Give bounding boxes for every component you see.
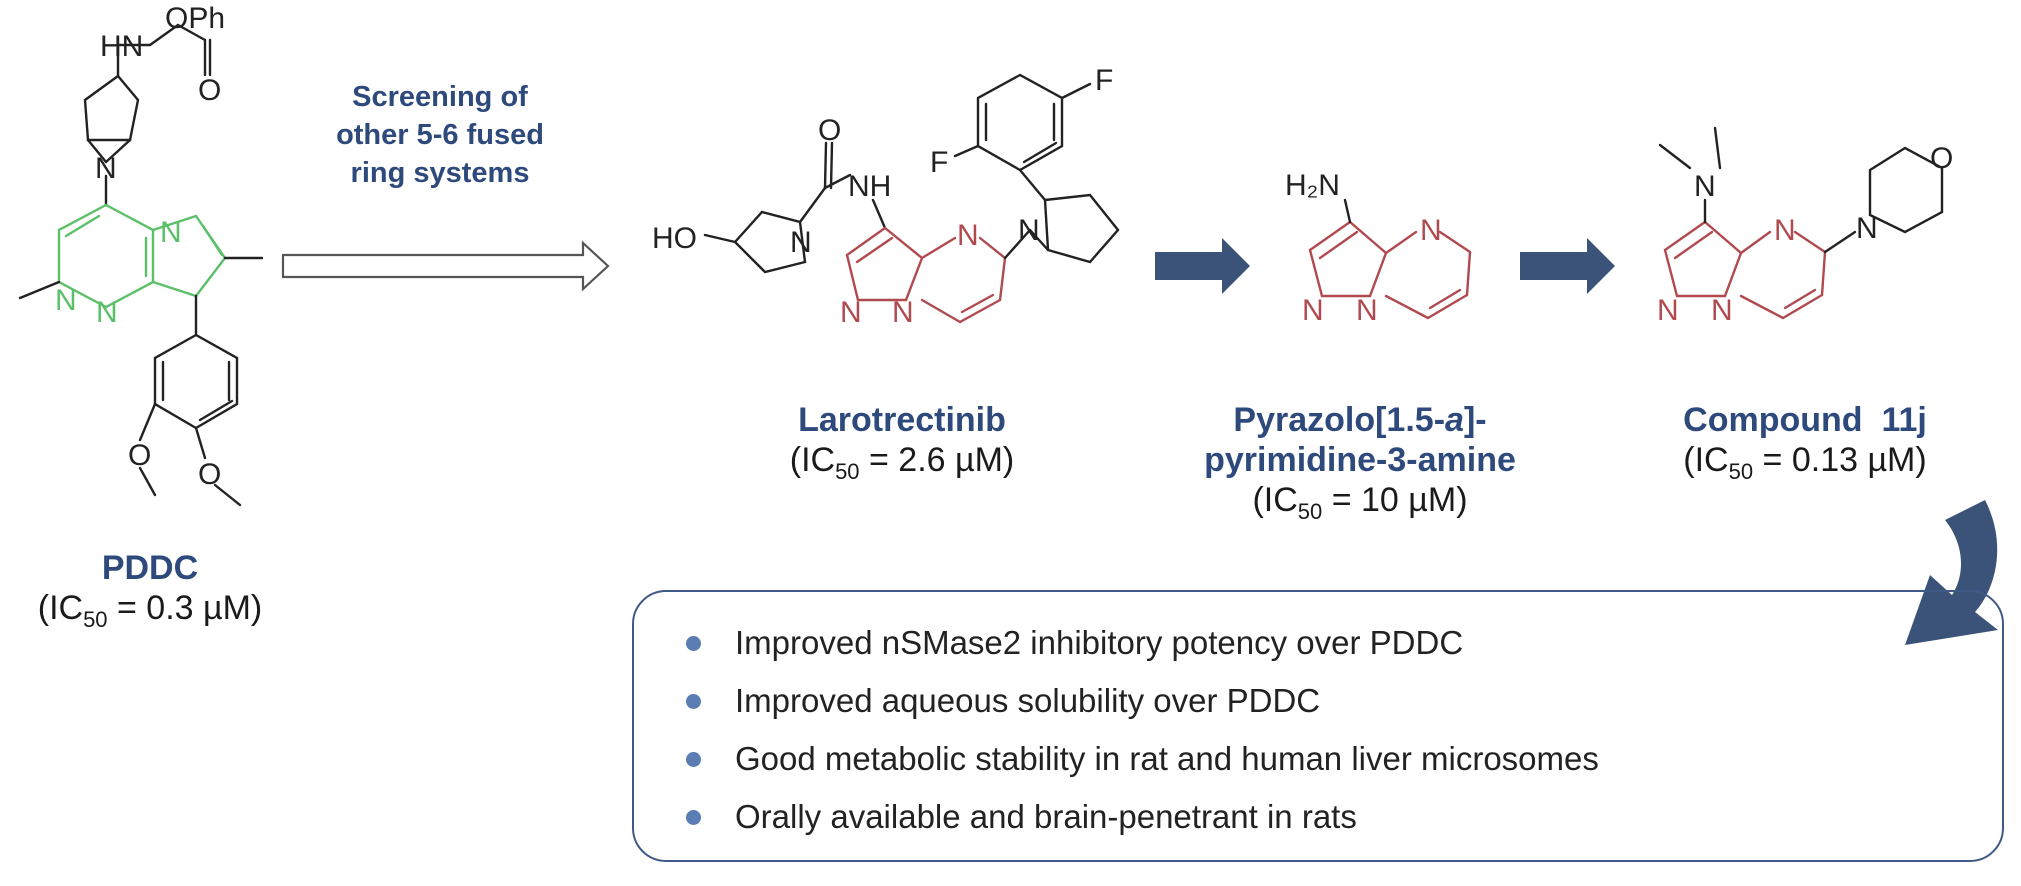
larotrectinib-core [845,226,1007,324]
compound-name-pyrazolopyrimidine-2: pyrimidine-3-amine [1204,441,1516,479]
screening-label: Screening of other 5-6 fused ring system… [290,78,590,192]
screening-line-1: Screening of [352,81,528,113]
bullet-icon [686,751,701,767]
atom-nh: NH [848,170,891,203]
compound-11j-core [1663,220,1827,320]
pddc-structure [83,23,212,207]
atom-n-red-3: N [892,296,914,329]
atom-n-red-8: N [1657,294,1679,327]
atom-h2n: H₂N [1285,169,1340,202]
bullet-icon [686,635,701,651]
pyrazolopyrimidine-core [1308,220,1472,320]
benefit-item: Improved aqueous solubility over PDDC [686,682,1320,720]
caption-pyrazolopyrimidine: Pyrazolo[1.5-a]- pyrimidine-3-amine (IC5… [1190,400,1530,532]
screening-arrow [281,240,610,292]
screening-line-2: other 5-6 fused [336,119,544,151]
arrow-2 [1520,238,1615,294]
compound-name-pyrazolopyrimidine: Pyrazolo[1.5-a]- [1233,401,1487,439]
atom-hn: HN [100,30,143,63]
atom-n-pyrrolidine: N [1018,214,1040,247]
atom-n-red-5: N [1302,294,1324,327]
atom-oph: OPh [165,2,225,35]
atom-n-red-6: N [1356,294,1378,327]
caption-larotrectinib: Larotrectinib (IC50 = 2.6 µM) [752,400,1052,492]
atom-o-methoxy-1: O [128,439,151,472]
atom-n-red-7: N [1774,214,1796,247]
ic50-11j: (IC50 = 0.13 µM) [1683,441,1927,484]
compound-name-pddc: PDDC [101,549,199,587]
atom-n-green-1: N [55,284,77,317]
ic50-pddc: (IC50 = 0.3 µM) [37,589,263,632]
atom-o-methoxy-2: O [198,458,221,491]
ic50-larotrectinib: (IC50 = 2.6 µM) [789,441,1015,484]
atom-n-red-1: N [957,219,979,252]
arrow-1 [1155,238,1250,294]
atom-f-1: F [1095,64,1113,97]
larotrectinib-structure [703,73,1120,274]
pddc-core [57,203,227,309]
atom-o-morpholine: O [1930,142,1953,175]
atom-n-dimethyl: N [1694,170,1716,203]
screening-line-3: ring systems [350,157,530,189]
atom-ho: HO [652,222,697,255]
atom-n-morpholine: N [1856,212,1878,245]
compound-name-11j: Compound 11j [1683,401,1927,439]
atom-o-larotrectinib: O [818,114,841,147]
atom-f-2: F [930,146,948,179]
atom-n: N [95,152,117,185]
bullet-icon [686,809,701,825]
caption-pddc: PDDC (IC50 = 0.3 µM) [0,548,300,640]
benefit-item: Good metabolic stability in rat and huma… [686,740,1599,778]
caption-compound-11j: Compound 11j (IC50 = 0.13 µM) [1640,400,1970,492]
atom-n-red-4: N [1420,214,1442,247]
atom-n-red-9: N [1711,294,1733,327]
atom-o: O [198,74,221,107]
bullet-icon [686,693,701,709]
atom-n-red-2: N [840,296,862,329]
atom-n-green-3: N [160,216,182,249]
atom-n-green-2: N [96,296,118,329]
ic50-pyrazolopyrimidine: (IC50 = 10 µM) [1252,481,1468,524]
benefit-item: Improved nSMase2 inhibitory potency over… [686,624,1463,662]
atom-n-larotrectinib: N [790,226,812,259]
benefits-box: Improved nSMase2 inhibitory potency over… [632,590,2004,862]
benefit-item: Orally available and brain-penetrant in … [686,798,1357,836]
compound-name-larotrectinib: Larotrectinib [798,401,1006,439]
